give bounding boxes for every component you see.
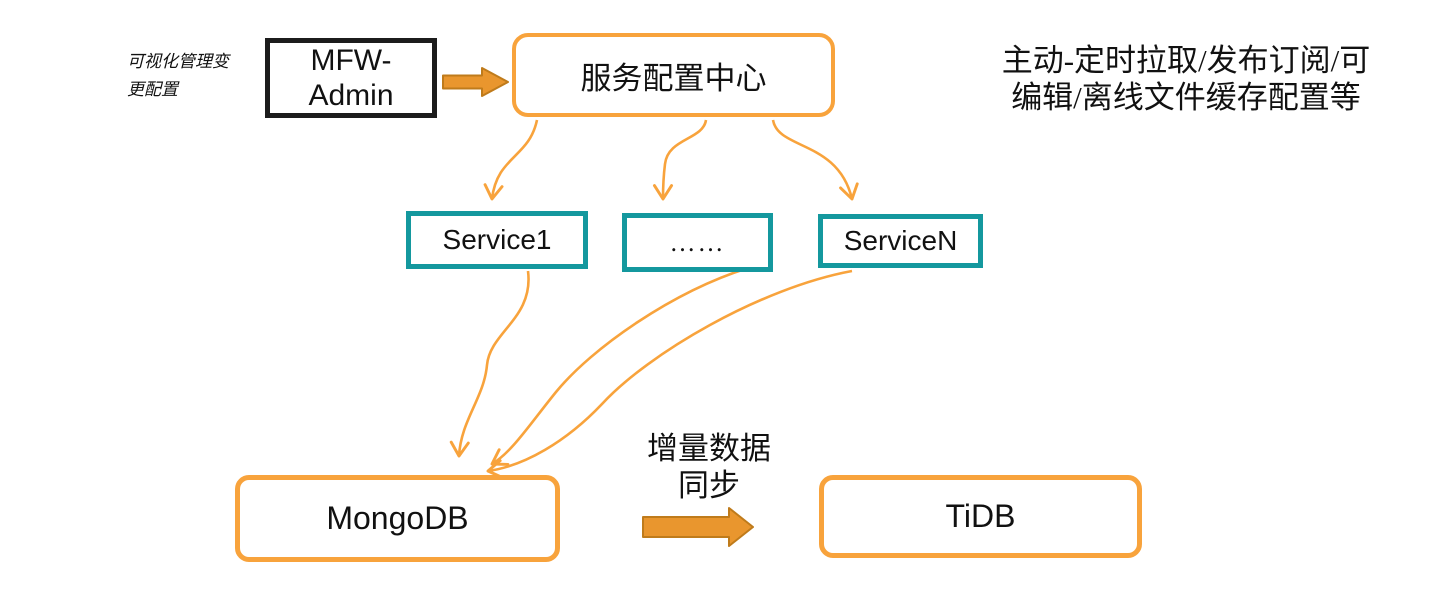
connector-service1-to-mongodb [449, 270, 530, 458]
left-annotation-line: 可视化管理变 [127, 52, 229, 71]
node-mfw-admin: MFW- Admin [265, 38, 437, 118]
right-annotation: 主动-定时拉取/发布订阅/可 编辑/离线文件缓存配置等 [950, 42, 1422, 116]
node-tidb: TiDB [819, 475, 1142, 558]
node-service1-label: Service1 [442, 224, 552, 255]
sync-label: 增量数据 同步 [599, 430, 819, 504]
node-service-ellipsis-label: …… [669, 227, 726, 257]
node-mongodb-label: MongoDB [326, 500, 469, 536]
block-arrow-mongodb-to-tidb [642, 507, 754, 547]
node-config-center-label: 服务配置中心 [580, 60, 767, 96]
sync-label-line: 增量数据 [647, 431, 771, 466]
node-service1: Service1 [406, 211, 588, 269]
node-config-center: 服务配置中心 [512, 33, 835, 117]
node-tidb-label: TiDB [945, 498, 1016, 534]
node-mfw-admin-label-line: MFW- [310, 44, 392, 77]
node-mongodb: MongoDB [235, 475, 560, 562]
right-annotation-line: 编辑/离线文件缓存配置等 [1011, 80, 1361, 115]
connector-config-to-service1 [483, 119, 539, 201]
left-annotation: 可视化管理变 更配置 [127, 48, 267, 104]
node-service-ellipsis: …… [622, 213, 773, 272]
node-servicen-label: ServiceN [843, 225, 958, 256]
connector-config-to-service-more [652, 119, 708, 201]
sync-label-line: 同步 [678, 468, 740, 503]
block-arrow-admin-to-config [442, 67, 509, 97]
left-annotation-line: 更配置 [127, 80, 178, 99]
right-annotation-line: 主动-定时拉取/发布订阅/可 [1001, 43, 1371, 78]
connector-config-to-servicen [771, 119, 859, 201]
node-servicen: ServiceN [818, 214, 983, 268]
node-mfw-admin-label-line: Admin [308, 79, 394, 112]
